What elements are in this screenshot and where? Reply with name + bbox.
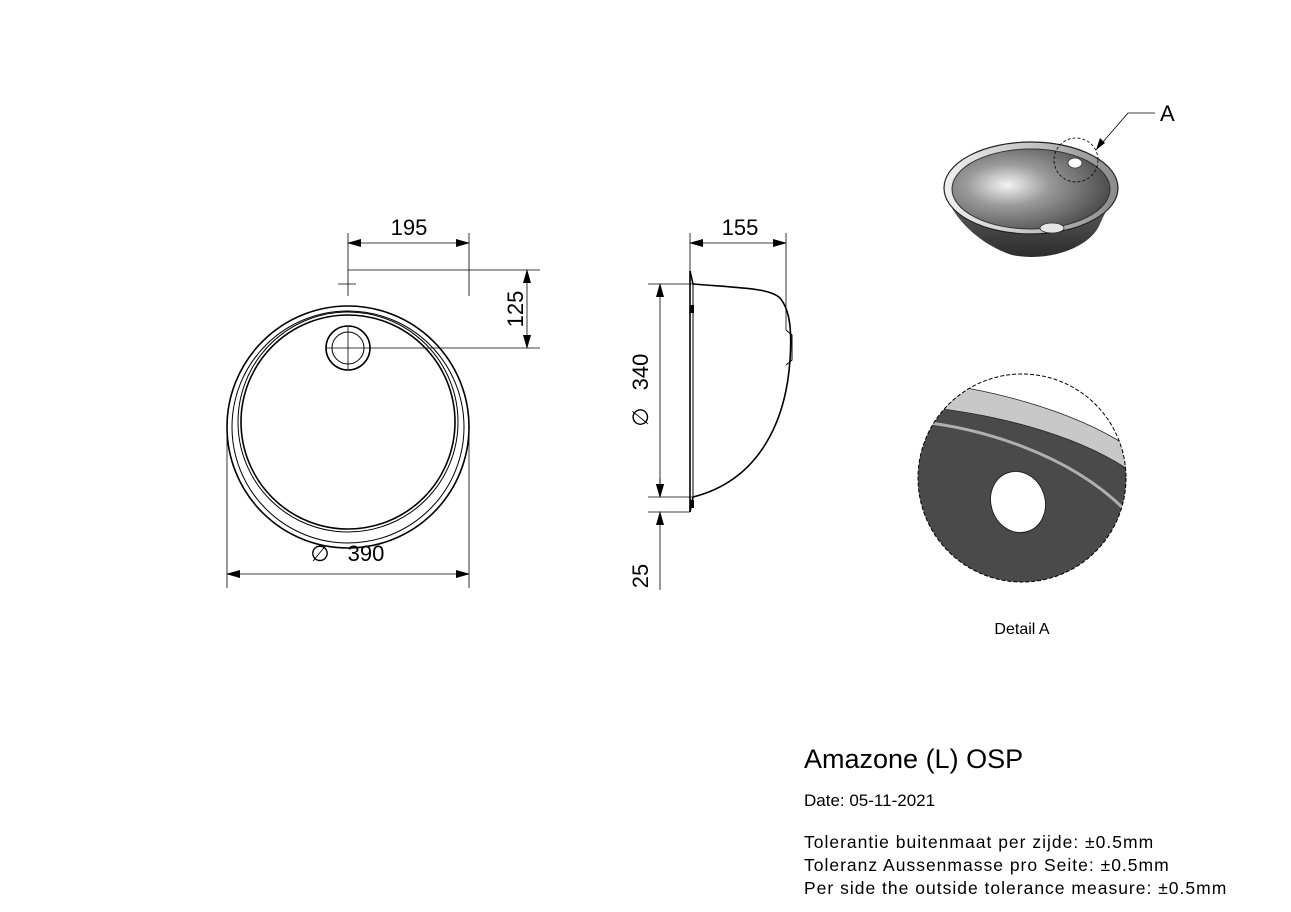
bowl-edge-inner [240, 314, 456, 530]
clip-mark [690, 500, 694, 508]
bowl-inside [951, 148, 1111, 230]
top-view: 195 125 ∅ 390 [226, 215, 540, 588]
bowl-drain [1039, 222, 1065, 234]
dim-inner-diameter: 340 [628, 354, 653, 391]
dim-half-width: 195 [391, 215, 428, 240]
dim-depth: 155 [722, 215, 759, 240]
drain-profile [785, 329, 793, 366]
tolerance-note-en: Per side the outside tolerance measure: … [804, 878, 1228, 898]
title-block: Amazone (L) OSP Date: 05-11-2021 Toleran… [804, 740, 1227, 900]
sink-rim-inner-edge [231, 310, 465, 544]
dim-rim-height: 25 [628, 564, 653, 588]
tolerance-note-de: Toleranz Aussenmasse pro Seite: ±0.5mm [804, 855, 1170, 875]
dim-outer-diameter: 390 [348, 541, 385, 566]
side-view: 155 340 ∅ 25 [628, 215, 793, 590]
detail-boundary [917, 373, 1127, 583]
callout-arrowhead [1096, 138, 1105, 150]
tolerance-note-nl: Tolerantie buitenmaat per zijde: ±0.5mm [804, 832, 1155, 852]
detail-label: Detail A [994, 621, 1049, 638]
overflow-hole [1067, 157, 1083, 169]
dim-drain-offset: 125 [503, 291, 528, 328]
bowl-profile [692, 283, 792, 498]
callout-label: A [1160, 101, 1175, 126]
tolerance-notes: Tolerantie buitenmaat per zijde: ±0.5mm … [804, 831, 1227, 900]
clip-mark [690, 305, 694, 313]
detail-callout-circle [1053, 137, 1099, 183]
drawing-date: Date: 05-11-2021 [804, 791, 936, 810]
callout-leader [1095, 112, 1155, 151]
detail-rim-band [918, 379, 1126, 479]
drawing-title: Amazone (L) OSP [804, 744, 1024, 774]
detail-a-view: Detail A [917, 373, 1127, 638]
diameter-symbol: ∅ [310, 541, 329, 566]
isometric-render: A [943, 101, 1175, 257]
detail-overflow-hole [990, 470, 1046, 534]
bowl-edge-outer [237, 311, 459, 533]
rim-edge-top [689, 270, 694, 285]
diameter-symbol: ∅ [628, 407, 653, 426]
